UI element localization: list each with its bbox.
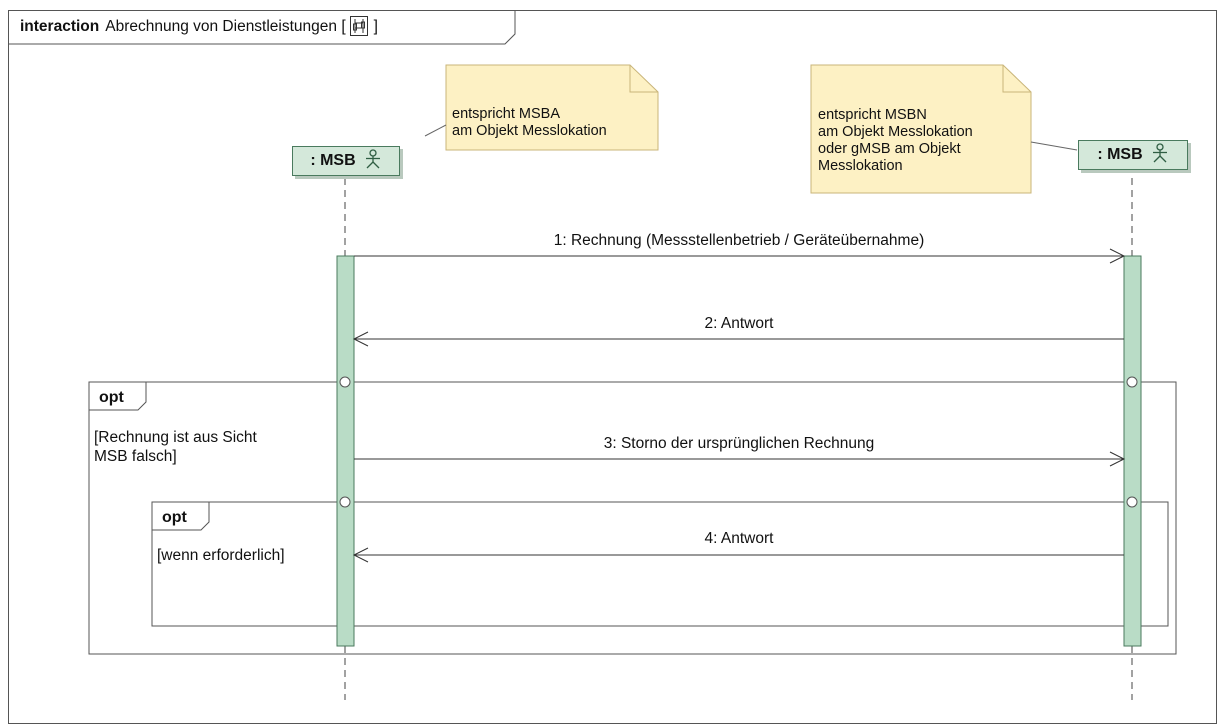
fragment-opt-outer — [88, 381, 1177, 655]
fragment-opt-inner-tab — [152, 502, 210, 531]
lifeline-msb-left[interactable]: : MSB — [292, 146, 400, 176]
fragment-inner-guard: [wenn erforderlich] — [157, 547, 285, 564]
frame-name-suffix: ] — [373, 18, 378, 35]
fragment-opt-inner — [151, 501, 1169, 627]
note-msba: entspricht MSBA am Objekt Messlokation — [452, 106, 607, 139]
note-connector-msbn — [1030, 141, 1078, 151]
frame-title: interaction Abrechnung von Dienstleistung… — [20, 16, 378, 36]
actor-icon — [364, 148, 382, 174]
fragment-gate-circle — [1126, 376, 1138, 388]
fragment-inner-operator: opt — [162, 509, 187, 526]
lifeline-label: : MSB — [1097, 146, 1143, 163]
frame-title-tab — [8, 10, 516, 45]
actor-icon — [1151, 142, 1169, 168]
note-msba-shape — [445, 64, 659, 151]
fragment-gate-circle — [339, 496, 351, 508]
message-1-label: 1: Rechnung (Messstellenbetrieb / Geräte… — [553, 232, 925, 249]
fragment-gate-circle — [1126, 496, 1138, 508]
lifeline-label: : MSB — [310, 152, 356, 169]
fragment-gate-circle — [339, 376, 351, 388]
message-2-arrow — [352, 331, 1124, 347]
message-3-label: 3: Storno der ursprünglichen Rechnung — [603, 435, 875, 452]
message-4-label: 4: Antwort — [704, 530, 774, 547]
note-msbn: entspricht MSBN am Objekt Messlokation o… — [818, 107, 973, 174]
interaction-frame — [8, 10, 1217, 724]
frame-keyword: interaction — [20, 18, 100, 35]
sequence-diagram-icon — [349, 16, 368, 36]
fragment-outer-guard: [Rechnung ist aus Sicht MSB falsch] — [94, 429, 257, 465]
message-1-arrow — [354, 248, 1126, 264]
message-3-arrow — [354, 451, 1126, 467]
activation-bar-right — [1123, 255, 1142, 647]
message-2-label: 2: Antwort — [704, 315, 774, 332]
activation-bar-left — [336, 255, 355, 647]
fragment-outer-operator: opt — [99, 389, 124, 406]
fragment-opt-outer-tab — [89, 382, 147, 411]
note-connector-msba — [424, 124, 447, 137]
frame-name: Abrechnung von Dienstleistungen [ — [105, 18, 346, 35]
lifeline-msb-right[interactable]: : MSB — [1078, 140, 1188, 170]
message-4-arrow — [352, 547, 1124, 563]
